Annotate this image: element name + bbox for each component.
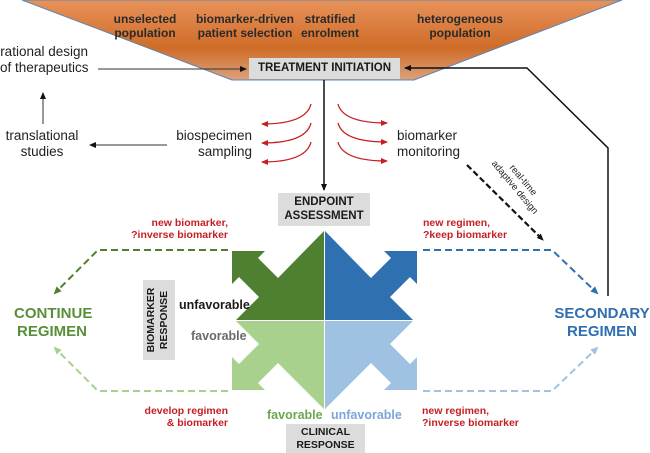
text-line: of therapeutics bbox=[0, 59, 89, 75]
biospecimen-sampling-label: biospecimen sampling bbox=[172, 128, 252, 159]
treatment-initiation-box: TREATMENT INITIATION bbox=[249, 58, 400, 79]
text-line: REGIMEN bbox=[16, 323, 87, 340]
outcome-top-left-label: new biomarker, ?inverse biomarker bbox=[130, 217, 228, 241]
funnel-label-heterogeneous: heterogeneous population bbox=[400, 12, 520, 41]
text-line: sampling bbox=[197, 143, 252, 159]
secondary-regimen-label: SECONDARY REGIMEN bbox=[554, 305, 650, 341]
text-line: ENDPOINT bbox=[294, 195, 354, 208]
biomarker-response-title: BIOMARKER RESPONSE bbox=[145, 280, 173, 360]
text-line: ?inverse biomarker bbox=[131, 229, 228, 242]
monitoring-arrows bbox=[337, 103, 388, 164]
monitoring-arrow bbox=[337, 103, 388, 126]
treatment-initiation-label: TREATMENT INITIATION bbox=[257, 61, 392, 74]
biomarker-response-box bbox=[143, 280, 175, 360]
biomarker-unfavorable-label: unfavorable bbox=[179, 298, 250, 312]
text-line: SECONDARY bbox=[554, 305, 650, 322]
text-line: new regimen, bbox=[423, 217, 491, 229]
text-line: rational design bbox=[0, 44, 88, 59]
text-line: biomarker bbox=[397, 128, 458, 143]
quadrant-biomarker-unfavorable-clinical-favorable bbox=[232, 231, 324, 320]
text-line: CONTINUE bbox=[14, 305, 93, 322]
funnel-label-biomarker-driven: biomarker-driven patient selection bbox=[170, 12, 320, 41]
text-line: CLINICAL bbox=[301, 425, 350, 438]
quadrant-biomarker-unfavorable-clinical-unfavorable bbox=[325, 231, 417, 320]
biomarker-monitoring-label: biomarker monitoring bbox=[397, 128, 477, 159]
text-line: RESPONSE bbox=[157, 290, 170, 350]
text-line: ASSESSMENT bbox=[284, 209, 364, 222]
funnel-label-line: population bbox=[114, 25, 176, 40]
text-line: ?keep biomarker bbox=[423, 229, 508, 242]
arrow-to-secondary-regimen-bottom bbox=[423, 346, 599, 392]
funnel-label-line: heterogeneous bbox=[416, 12, 503, 26]
text-line: RESPONSE bbox=[296, 438, 355, 451]
selection-funnel bbox=[21, 0, 623, 81]
arrow-to-continue-regimen-top bbox=[53, 249, 228, 295]
translational-studies-label: translational studies bbox=[2, 128, 82, 159]
funnel-label-unselected: unselected population bbox=[100, 12, 190, 41]
rational-design-label: rational design of therapeutics bbox=[0, 44, 89, 75]
funnel-label-line: patient selection bbox=[197, 25, 293, 40]
funnel-label-line: unselected bbox=[113, 12, 177, 26]
sampling-arrows bbox=[261, 103, 312, 165]
continue-regimen-label: CONTINUE REGIMEN bbox=[14, 305, 93, 341]
text-line: REGIMEN bbox=[566, 323, 637, 340]
text-line: develop regimen bbox=[144, 405, 228, 417]
funnel-label-line: population bbox=[429, 25, 491, 40]
text-line: ?inverse biomarker bbox=[422, 417, 519, 430]
text-line: & biomarker bbox=[166, 417, 228, 430]
text-line: studies bbox=[20, 143, 64, 159]
text-line: translational bbox=[5, 128, 79, 143]
sampling-arrow bbox=[261, 103, 312, 127]
clinical-favorable-label: favorable bbox=[267, 408, 323, 422]
funnel-label-stratified: stratified enrolment bbox=[275, 12, 385, 41]
endpoint-assessment-box: ENDPOINT ASSESSMENT bbox=[278, 193, 370, 226]
monitoring-arrow bbox=[337, 122, 388, 145]
text-line: BIOMARKER bbox=[145, 287, 157, 353]
sampling-arrow bbox=[261, 122, 312, 146]
biomarker-favorable-label: favorable bbox=[191, 329, 247, 343]
funnel-label-line: biomarker-driven bbox=[195, 12, 295, 26]
funnel-label-line: stratified bbox=[304, 12, 356, 26]
quadrant-biomarker-favorable-clinical-unfavorable bbox=[325, 321, 417, 409]
funnel-label-line: enrolment bbox=[300, 25, 359, 40]
arrow-secondary-to-treatment bbox=[404, 65, 609, 296]
quadrant-biomarker-favorable-clinical-favorable bbox=[232, 321, 324, 409]
text-line: new biomarker, bbox=[151, 217, 228, 229]
sampling-arrow bbox=[261, 141, 312, 165]
text-line: monitoring bbox=[397, 143, 461, 159]
arrow-to-continue-regimen-bottom bbox=[53, 346, 228, 392]
outcome-bottom-left-label: develop regimen & biomarker bbox=[130, 405, 228, 429]
clinical-response-box: CLINICAL RESPONSE bbox=[286, 424, 365, 453]
text-line: biospecimen bbox=[176, 128, 252, 143]
monitoring-arrow bbox=[337, 141, 388, 164]
outcome-top-right-label: new regimen, ?keep biomarker bbox=[423, 217, 507, 241]
clinical-unfavorable-label: unfavorable bbox=[331, 408, 402, 422]
arrow-to-secondary-regimen-top bbox=[423, 249, 599, 295]
response-quadrants bbox=[232, 231, 417, 409]
outcome-bottom-right-label: new regimen, ?inverse biomarker bbox=[422, 405, 519, 429]
text-line: new regimen, bbox=[422, 405, 490, 417]
